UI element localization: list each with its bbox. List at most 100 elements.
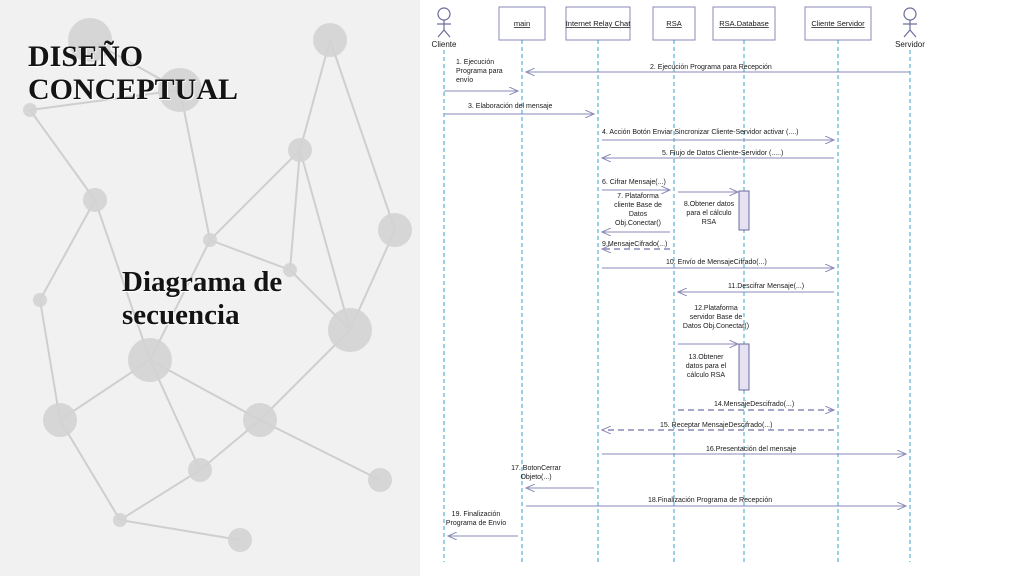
network-background-graphic (23, 18, 412, 552)
message-10: 10. Envío de MensajeCifrado(...) (602, 259, 834, 268)
network-line (59, 419, 121, 521)
message-6: 6. Cifrar Mensaje(...) (602, 179, 670, 190)
network-line (209, 149, 301, 241)
participant-box (652, 6, 696, 41)
participant-cs: Cliente Servidor (804, 6, 872, 41)
slide-subtitle: Diagrama de secuencia (122, 266, 282, 332)
network-node (243, 403, 277, 437)
message-11: 11.Descifrar Mensaje(...) (678, 283, 834, 292)
participant-main: main (498, 6, 546, 41)
network-node (33, 293, 47, 307)
message-9: 9.MensajeCifrado(...) (602, 241, 670, 249)
message-label: 5. Flujo de Datos Cliente-Servidor (....… (662, 150, 783, 157)
actor-cliente: Cliente (432, 7, 457, 49)
actor-head (903, 7, 917, 21)
network-node (288, 138, 312, 162)
network-node (188, 458, 212, 482)
slide-subtitle-line1: Diagrama de (122, 266, 283, 298)
message-18: 18.Finalización Programa de Recepción (526, 497, 906, 506)
message-label: 14.MensajeDescifrado(...) (714, 401, 794, 408)
network-line (209, 239, 291, 271)
network-node (283, 263, 297, 277)
participant-box (498, 6, 546, 41)
network-line (179, 89, 211, 241)
slide-title-panel: DISEÑO CONCEPTUAL Diagrama de secuencia (0, 0, 420, 576)
network-line (94, 199, 151, 361)
message-2: 2. Ejecución Programa para Recepción (526, 64, 910, 72)
participant-rsadb: RSA.Database (712, 6, 776, 41)
network-line (119, 469, 201, 521)
participant-label: main (514, 19, 530, 28)
participant-label: RSA.Database (719, 19, 769, 28)
participant-label: RSA (666, 19, 681, 28)
network-node (368, 468, 392, 492)
network-node (328, 308, 372, 352)
message-4: 4. Acción Botón Enviar Sincronizar Clien… (602, 129, 834, 140)
network-node (23, 103, 37, 117)
actor-head (437, 7, 451, 21)
participant-label: Internet Relay Chat (566, 19, 632, 28)
message-3: 3. Elaboración del mensaje (444, 103, 594, 114)
participant-rsa: RSA (652, 6, 696, 41)
network-line (29, 109, 96, 201)
actor-label: Servidor (895, 40, 925, 49)
actor-servidor: Servidor (895, 7, 925, 49)
network-node (203, 233, 217, 247)
network-line (119, 519, 241, 541)
slide-title-line1: DISEÑO (28, 40, 144, 73)
participant-box (712, 6, 776, 41)
network-line (299, 39, 331, 151)
activation-bar (738, 190, 750, 231)
message-label: 9.MensajeCifrado(...) (602, 241, 667, 248)
network-node (158, 68, 202, 112)
message-label: 6. Cifrar Mensaje(...) (602, 179, 666, 186)
network-line (39, 199, 96, 301)
message-15: 15. Receptar MensajeDescifrado(...) (602, 422, 834, 430)
network-line (289, 149, 301, 271)
participant-label: Cliente Servidor (811, 19, 865, 28)
message-label: 10. Envío de MensajeCifrado(...) (666, 259, 767, 266)
network-node (378, 213, 412, 247)
activation-bar (738, 343, 750, 391)
network-line (39, 299, 61, 421)
network-node (43, 403, 77, 437)
actor-legs (437, 29, 451, 38)
message-label: 15. Receptar MensajeDescifrado(...) (660, 422, 772, 429)
message-label: 4. Acción Botón Enviar Sincronizar Clien… (602, 129, 798, 136)
message-label: 3. Elaboración del mensaje (468, 103, 553, 110)
slide-subtitle-line2: secuencia (122, 299, 240, 331)
network-node (68, 18, 112, 62)
message-label: 11.Descifrar Mensaje(...) (728, 283, 804, 290)
network-node (313, 23, 347, 57)
message-label: 16.Presentación del mensaje (706, 446, 796, 453)
slide-title: DISEÑO CONCEPTUAL (28, 40, 238, 106)
message-14: 14.MensajeDescifrado(...) (678, 401, 834, 410)
slide-title-line2: CONCEPTUAL (28, 73, 239, 106)
participant-irc: Internet Relay Chat (565, 6, 632, 41)
message-16: 16.Presentación del mensaje (602, 446, 906, 454)
network-line (29, 89, 181, 111)
network-line (299, 149, 351, 331)
message-label: 2. Ejecución Programa para Recepción (650, 64, 772, 71)
network-node (113, 513, 127, 527)
message-label: 18.Finalización Programa de Recepción (648, 497, 772, 504)
participant-box (804, 6, 872, 41)
network-node (228, 528, 252, 552)
actor-legs (903, 29, 917, 38)
